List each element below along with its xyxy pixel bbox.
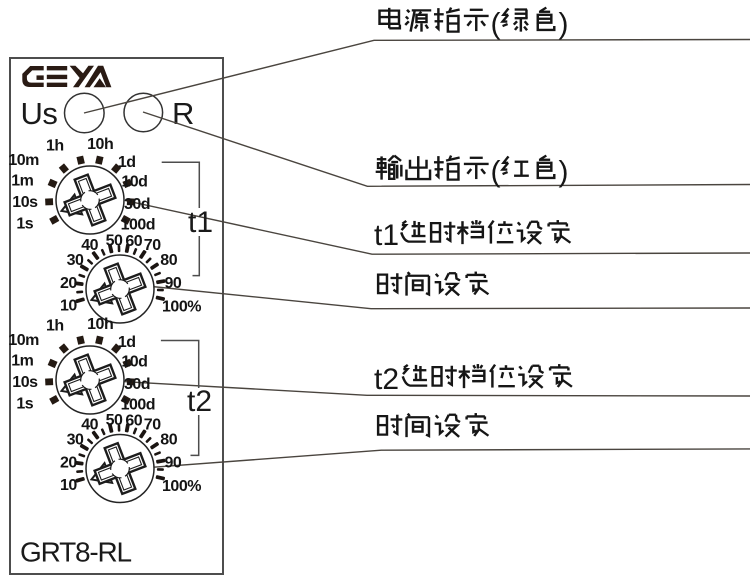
svg-text:30d: 30d [124,376,150,393]
svg-text:t1: t1 [374,219,399,252]
svg-text:40: 40 [81,237,98,254]
svg-text:t2: t2 [187,385,212,418]
svg-text:10d: 10d [121,354,147,371]
svg-text:): ) [559,8,569,41]
svg-text:1d: 1d [118,154,136,171]
svg-text:1h: 1h [46,318,64,335]
svg-text:t1: t1 [188,206,213,239]
svg-text:70: 70 [144,237,161,254]
svg-text:10h: 10h [87,136,113,153]
svg-text:80: 80 [160,252,177,269]
svg-text:100d: 100d [121,396,155,413]
svg-text:10: 10 [60,297,77,314]
svg-text:30d: 30d [124,196,150,213]
svg-text:10h: 10h [87,316,113,333]
svg-text:Us: Us [21,96,58,131]
svg-text:50: 50 [106,233,123,250]
svg-text:GRT8-RL: GRT8-RL [20,537,132,568]
svg-text:70: 70 [144,417,161,434]
svg-text:100d: 100d [121,216,155,233]
svg-text:30: 30 [67,252,84,269]
svg-text:(: ( [491,8,501,41]
svg-text:50: 50 [106,412,123,429]
svg-text:1s: 1s [16,396,33,413]
svg-text:1m: 1m [11,172,33,189]
svg-text:(: ( [491,156,501,189]
svg-text:10s: 10s [12,374,38,391]
svg-text:90: 90 [165,454,182,471]
svg-text:100%: 100% [162,299,201,316]
svg-text:10m: 10m [8,332,39,349]
svg-text:t2: t2 [374,363,399,396]
svg-text:1m: 1m [11,352,33,369]
svg-text:60: 60 [125,233,142,250]
svg-text:60: 60 [125,412,142,429]
svg-text:10m: 10m [8,152,39,169]
svg-text:100%: 100% [162,478,201,495]
svg-text:20: 20 [60,275,77,292]
svg-text:10: 10 [60,477,77,494]
svg-text:80: 80 [160,432,177,449]
svg-text:90: 90 [165,275,182,292]
svg-text:20: 20 [60,454,77,471]
svg-text:): ) [559,156,569,189]
svg-text:10s: 10s [12,194,38,211]
svg-text:R: R [172,96,194,131]
svg-text:30: 30 [67,432,84,449]
svg-text:1s: 1s [16,216,33,233]
svg-text:1d: 1d [118,334,136,351]
svg-text:40: 40 [81,417,98,434]
svg-text:1h: 1h [46,138,64,155]
svg-text:10d: 10d [121,174,147,191]
